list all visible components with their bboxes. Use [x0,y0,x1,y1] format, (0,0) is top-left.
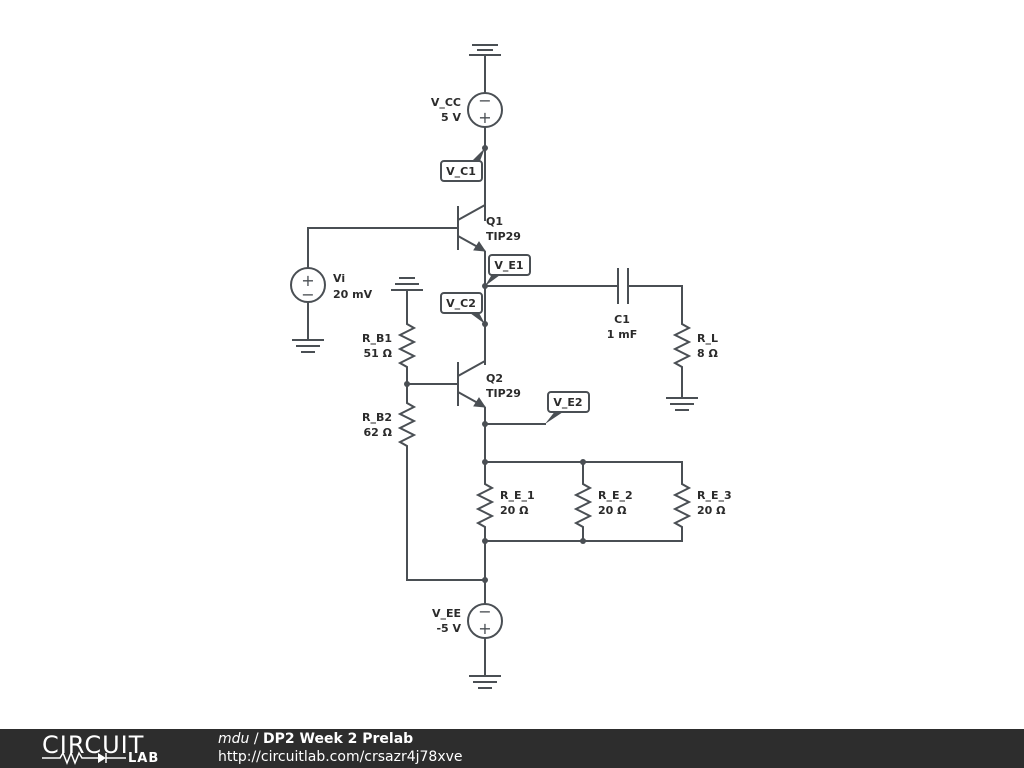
logo-text-lab: LAB [128,751,160,766]
rb2-name-label: R_B2 [362,411,392,424]
minus-sign: − [478,602,491,621]
resistor-diode-logo-icon [42,751,126,765]
voltage-source-vi[interactable]: + − [290,267,326,304]
footer-bar: CIRCUIT LAB mdu / DP2 Week 2 Prelab http… [0,729,1024,768]
probe-tag-vc1[interactable]: V_C1 [440,148,485,182]
resistor-rb2[interactable] [397,398,417,450]
project-title[interactable]: DP2 Week 2 Prelab [263,731,414,747]
circuitlab-logo[interactable]: CIRCUIT LAB [42,729,192,768]
minus-sign: − [478,91,491,110]
re3-value-label: 20 Ω [697,504,726,517]
probe-tag-ve1[interactable]: V_E1 [485,254,531,286]
project-url[interactable]: http://circuitlab.com/crsazr4j78xve [218,749,463,765]
q1-value-label: TIP29 [486,230,521,243]
capacitor-c1[interactable] [617,268,629,304]
vi-value-label: 20 mV [333,288,373,301]
re1-name-label: R_E_1 [500,489,535,502]
minus-sign: − [301,285,314,304]
probe-label: V_E2 [553,396,582,409]
vee-name-label: V_EE [432,607,461,620]
re3-name-label: R_E_3 [697,489,732,502]
probe-label: V_C1 [446,165,476,178]
ground-icon [292,339,324,353]
plus-sign: + [478,108,491,127]
resistor-re2[interactable] [573,480,593,530]
probe-label: V_C2 [446,297,476,310]
c1-name-label: C1 [614,313,630,326]
rb1-name-label: R_B1 [362,332,392,345]
re1-value-label: 20 Ω [500,504,529,517]
voltage-source-vee[interactable]: − + [467,602,503,639]
probe-tag-ve2[interactable]: V_E2 [545,391,590,424]
resistor-re1[interactable] [475,480,495,530]
re2-value-label: 20 Ω [598,504,627,517]
rb1-value-label: 51 Ω [364,347,393,360]
plus-sign: + [478,619,491,638]
resistor-rb1[interactable] [397,320,417,372]
vcc-value-label: 5 V [441,111,461,124]
project-title-line: mdu / DP2 Week 2 Prelab [218,731,413,747]
voltage-source-vcc[interactable]: − + [467,91,503,128]
transistor-q2[interactable] [450,352,486,416]
wires [307,54,683,677]
title-separator: / [249,731,264,747]
ground-icon [391,277,423,291]
ground-icon [666,397,698,411]
rl-name-label: R_L [697,332,718,345]
rb2-value-label: 62 Ω [364,426,393,439]
author-link[interactable]: mdu [218,731,250,747]
transistor-q1[interactable] [450,196,486,260]
probe-label: V_E1 [494,259,523,272]
vcc-name-label: V_CC [431,96,461,109]
resistor-re3[interactable] [672,480,692,530]
vi-name-label: Vi [333,272,345,285]
rl-value-label: 8 Ω [697,347,718,360]
logo-text-circuit: CIRCUIT [42,731,145,759]
vee-value-label: -5 V [436,622,461,635]
q2-name-label: Q2 [486,372,503,385]
c1-value-label: 1 mF [607,328,637,341]
ground-icon [469,675,501,689]
probe-tag-vc2[interactable]: V_C2 [440,292,485,324]
circuit-schematic: − + V_CC 5 V + − Vi 20 mV − + V_EE -5 V … [290,44,732,689]
q1-name-label: Q1 [486,215,503,228]
q2-value-label: TIP29 [486,387,521,400]
re2-name-label: R_E_2 [598,489,633,502]
resistor-rl[interactable] [672,320,692,372]
plus-sign: + [301,271,314,290]
ground-icon [469,44,501,56]
junction-dots [404,145,586,583]
